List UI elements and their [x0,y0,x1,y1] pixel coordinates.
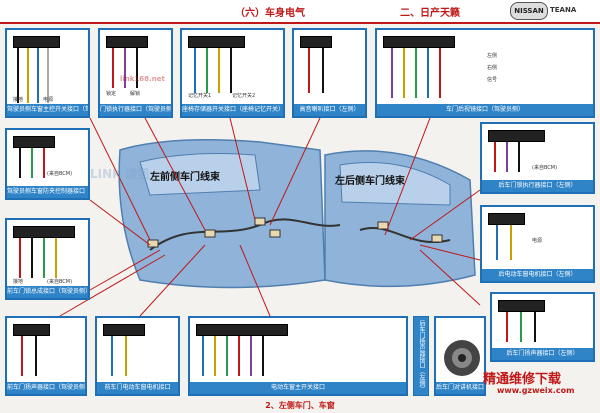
connector-icon [13,226,75,238]
panel-caption: 电动车窗主开关接口 [190,382,406,394]
connector-icon [188,36,245,48]
connector-mark [431,234,443,243]
connector-icon [488,130,545,142]
connector-panel-seat-memory-switch: 记忆开关1 记忆开关2 座椅存储器开关接口（座椅记忆开关） [180,28,285,118]
panel-caption: 高音喇叭接口（左侧） [294,104,365,116]
connector-icon [488,213,525,225]
connector-panel-window-main-switch: 电动车窗主开关接口 [188,316,408,396]
watermark-link-url: link168.net [120,75,165,83]
pin-label-memory2: 记忆开关2 [232,93,256,99]
pin-label-right: 右侧 [487,65,498,71]
connector-panel-anti-pinch: (来自BCM) 驾驶员侧车窗防夹控制器接口（驾驶员侧） [5,128,90,200]
pin-label-power: 电源 [43,97,54,103]
vertical-label-rear-speaker: 后车门扬声器接口（左侧） [413,316,429,396]
watermark-site-name: 精通维修下载 [483,372,562,387]
panel-caption: 前车门扬声器接口（驾驶员侧） [7,382,85,394]
connector-icon [498,300,545,312]
connector-panel-rear-lock-actuator: (来自BCM) 后车门锁执行器接口（左侧） [480,122,595,194]
section-title-left: （六）车身电气 [235,8,305,19]
connector-panel-front-door-lock: 接地 (来自BCM) 前车门锁总成接口（驾驶员侧） [5,218,90,300]
panel-caption: 前车门电动车窗电机接口 [97,382,178,394]
watermark-link: LINK 凌凯 [90,167,150,181]
pin-label-signal: 信号 [487,77,498,83]
connector-icon [13,36,60,48]
connector-icon [196,324,288,336]
pin-label-bcm: (来自BCM) [47,279,73,285]
door-illustration [118,139,476,289]
pin-label-left: 左侧 [487,53,498,59]
connector-mark [377,221,389,230]
panel-caption: 驾驶员侧车窗防夹控制器接口（驾驶员侧） [7,186,88,198]
pin-label-bcm: (来自BCM) [47,171,73,177]
panel-caption: 座椅存储器开关接口（座椅记忆开关） [182,104,283,116]
connector-panel-door-lock-actuator: 锁定 解锁 门锁执行器接口（驾驶员侧） [98,28,173,118]
header-bar: （六）车身电气 二、日产天籁 NISSAN TEANA [0,0,600,24]
connector-icon [106,36,148,48]
connector-mark [204,229,216,238]
panel-caption: 后车门对讲机接口（左侧） [436,382,484,394]
connector-icon [13,136,55,148]
panel-caption: 前车门锁总成接口（驾驶员侧） [7,286,88,298]
connector-panel-rear-speaker: 后车门扬声器接口（左侧） [490,292,595,362]
panel-caption: 后车门扬声器接口（左侧） [492,348,593,360]
connector-mark [269,229,281,238]
panel-caption: 后电动车窗电机接口（左侧） [482,269,593,281]
pin-label-power: 电源 [532,238,543,244]
figure-caption: 2、左侧车门、车窗 [265,401,335,410]
connector-icon [13,324,50,336]
connector-panel-window-master: 接地 电源 驾驶员侧车窗主控开关接口（驾驶员侧） [5,28,90,118]
connector-mark [254,217,266,226]
pin-label-bcm: (来自BCM) [532,165,558,171]
nissan-logo: NISSAN [510,2,548,20]
panel-caption: 驾驶员侧车窗主控开关接口（驾驶员侧） [7,104,88,116]
watermark-site-url: www.gzweix.com [497,386,575,395]
pin-label-ground: 接地 [13,279,24,285]
speaker-icon [444,340,480,376]
connector-panel-tweeter: 高音喇叭接口（左侧） [292,28,367,118]
pin-label-unlock: 解锁 [130,91,141,97]
pin-label-lock: 锁定 [106,91,117,97]
panel-caption: 门锁执行器接口（驾驶员侧） [100,104,171,116]
connector-icon [383,36,455,48]
left-front-harness-label: 左前侧车门线束 [150,172,220,183]
connector-icon [103,324,145,336]
left-rear-harness-label: 左后侧车门线束 [335,176,405,187]
connector-panel-front-speaker: 前车门扬声器接口（驾驶员侧） [5,316,87,396]
connector-panel-door-mirror: 左侧 右侧 信号 车门后视镜接口（驾驶员侧） [375,28,595,118]
panel-caption: 车门后视镜接口（驾驶员侧） [377,104,593,116]
brand-model: TEANA [550,6,577,14]
section-title-right: 二、日产天籁 [400,8,460,19]
rear-window-shape [339,162,451,206]
panel-caption: 后车门锁执行器接口（左侧） [482,180,593,192]
connector-panel-front-window-motor: 前车门电动车窗电机接口 [95,316,180,396]
pin-label-ground: 接地 [13,97,24,103]
pin-label-memory1: 记忆开关1 [188,93,212,99]
connector-panel-rear-intercom: 后车门对讲机接口（左侧） [434,316,486,396]
connector-icon [300,36,332,48]
connector-panel-rear-window-motor: 电源 后电动车窗电机接口（左侧） [480,205,595,283]
